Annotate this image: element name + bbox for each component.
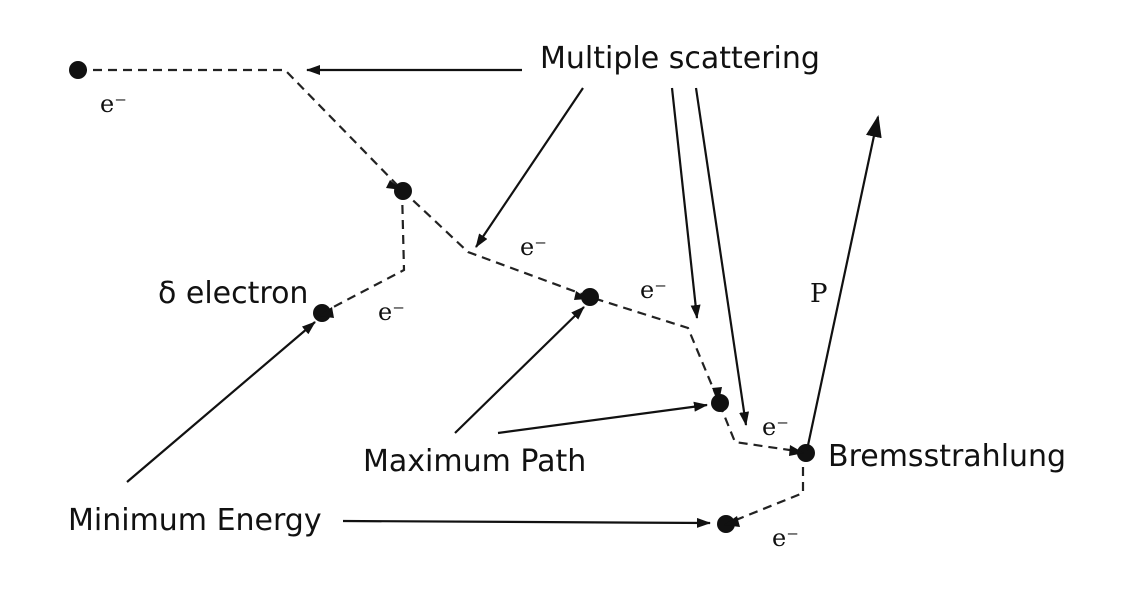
electron-label-3: e⁻ <box>640 276 667 304</box>
maximum-path-arrow-2 <box>497 401 708 435</box>
scattering-arrowhead <box>712 387 722 402</box>
bremsstrahlung-dot <box>797 444 815 462</box>
electron-label-2: e⁻ <box>520 233 547 261</box>
delta-electron-end-dot <box>313 304 331 322</box>
delta-production-arrowhead <box>386 180 402 190</box>
photon-label: P <box>810 279 828 309</box>
track-arrowheads <box>318 180 804 527</box>
delta-track-arrowhead <box>318 307 334 318</box>
minimum-energy-arrow <box>342 517 711 528</box>
multiple-scattering-label: Multiple scattering <box>540 41 820 76</box>
bremsstrahlung-photon-arrow <box>805 115 882 451</box>
electron-label-4: e⁻ <box>378 298 405 326</box>
minimum-energy-to-delta-arrow <box>126 321 316 483</box>
electron-label-5: e⁻ <box>762 413 789 441</box>
bremsstrahlung-label: Bremsstrahlung <box>828 439 1066 474</box>
diagram-labels: Multiple scattering δ electron Maximum P… <box>68 41 1066 538</box>
interaction-points <box>69 61 815 533</box>
final-electron-track <box>725 452 805 526</box>
maximum-path-label: Maximum Path <box>363 444 586 479</box>
delta-electron-track <box>321 189 406 314</box>
scattering-dot <box>711 394 729 412</box>
electron-tracks <box>78 68 805 526</box>
minimum-energy-label: Minimum Energy <box>68 503 322 538</box>
annotation-arrows <box>126 65 882 528</box>
incident-electron-dot <box>69 61 87 79</box>
delta-production-dot <box>394 182 412 200</box>
primary-electron-track <box>78 68 804 454</box>
maximum-path-arrowhead <box>574 291 588 300</box>
scattering-arrow-4 <box>694 87 750 426</box>
bremsstrahlung-arrowhead <box>789 445 804 456</box>
electron-labels: e⁻ e⁻ e⁻ e⁻ e⁻ e⁻ <box>100 90 799 552</box>
final-track-arrowhead <box>724 516 740 527</box>
maximum-path-dot <box>581 288 599 306</box>
electron-label-1: e⁻ <box>100 90 127 118</box>
scattering-arrow-3 <box>670 87 701 319</box>
maximum-path-arrow-1 <box>454 306 585 434</box>
electron-label-6: e⁻ <box>772 524 799 552</box>
scattering-arrow-2 <box>475 87 584 248</box>
delta-electron-label: δ electron <box>158 276 308 311</box>
